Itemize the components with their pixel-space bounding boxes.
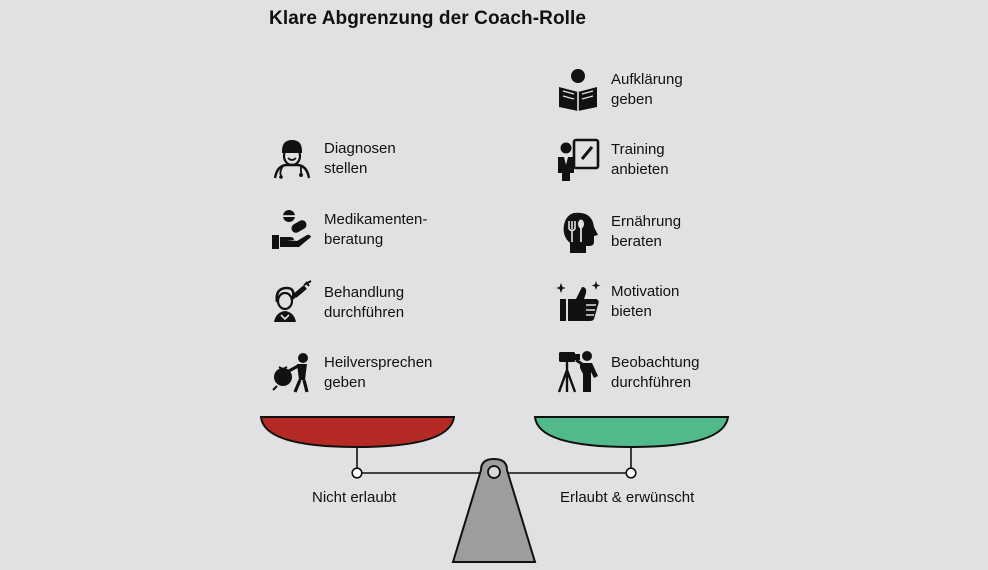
- item-label: Aufklärung geben: [611, 71, 683, 108]
- item-label: Behandlung durchführen: [324, 284, 405, 321]
- camera-tripod-icon: [556, 350, 602, 396]
- item-label: Medikamenten- beratung: [324, 211, 428, 248]
- scale-stand: [451, 457, 537, 563]
- left-pan-pivot: [351, 467, 363, 479]
- left-pan: [259, 416, 456, 449]
- page-title: Klare Abgrenzung der Coach-Rolle: [269, 8, 587, 29]
- thumbs-up-sparkle-icon: [556, 279, 602, 325]
- doctor-icon: [269, 136, 315, 182]
- right-side-label: Erlaubt & erwünscht: [560, 489, 695, 506]
- item-label: Motivation bieten: [611, 283, 680, 320]
- person-reading-icon: [556, 67, 602, 113]
- item-label: Beobachtung durchführen: [611, 354, 700, 391]
- item-label: Heilversprechen geben: [324, 354, 433, 391]
- syringe-nurse-icon: [269, 280, 315, 326]
- person-throwing-bag-icon: [269, 350, 315, 396]
- item-label: Training anbieten: [611, 141, 669, 178]
- item-label: Diagnosen stellen: [324, 140, 396, 177]
- right-pan: [533, 416, 730, 449]
- right-pan-pivot: [625, 467, 637, 479]
- trainer-board-icon: [556, 137, 602, 183]
- item-label: Ernährung beraten: [611, 213, 682, 250]
- scale-center-pivot: [487, 465, 501, 479]
- nutrition-head-icon: [556, 209, 602, 255]
- left-side-label: Nicht erlaubt: [312, 489, 397, 506]
- medication-hand-icon: [269, 207, 315, 253]
